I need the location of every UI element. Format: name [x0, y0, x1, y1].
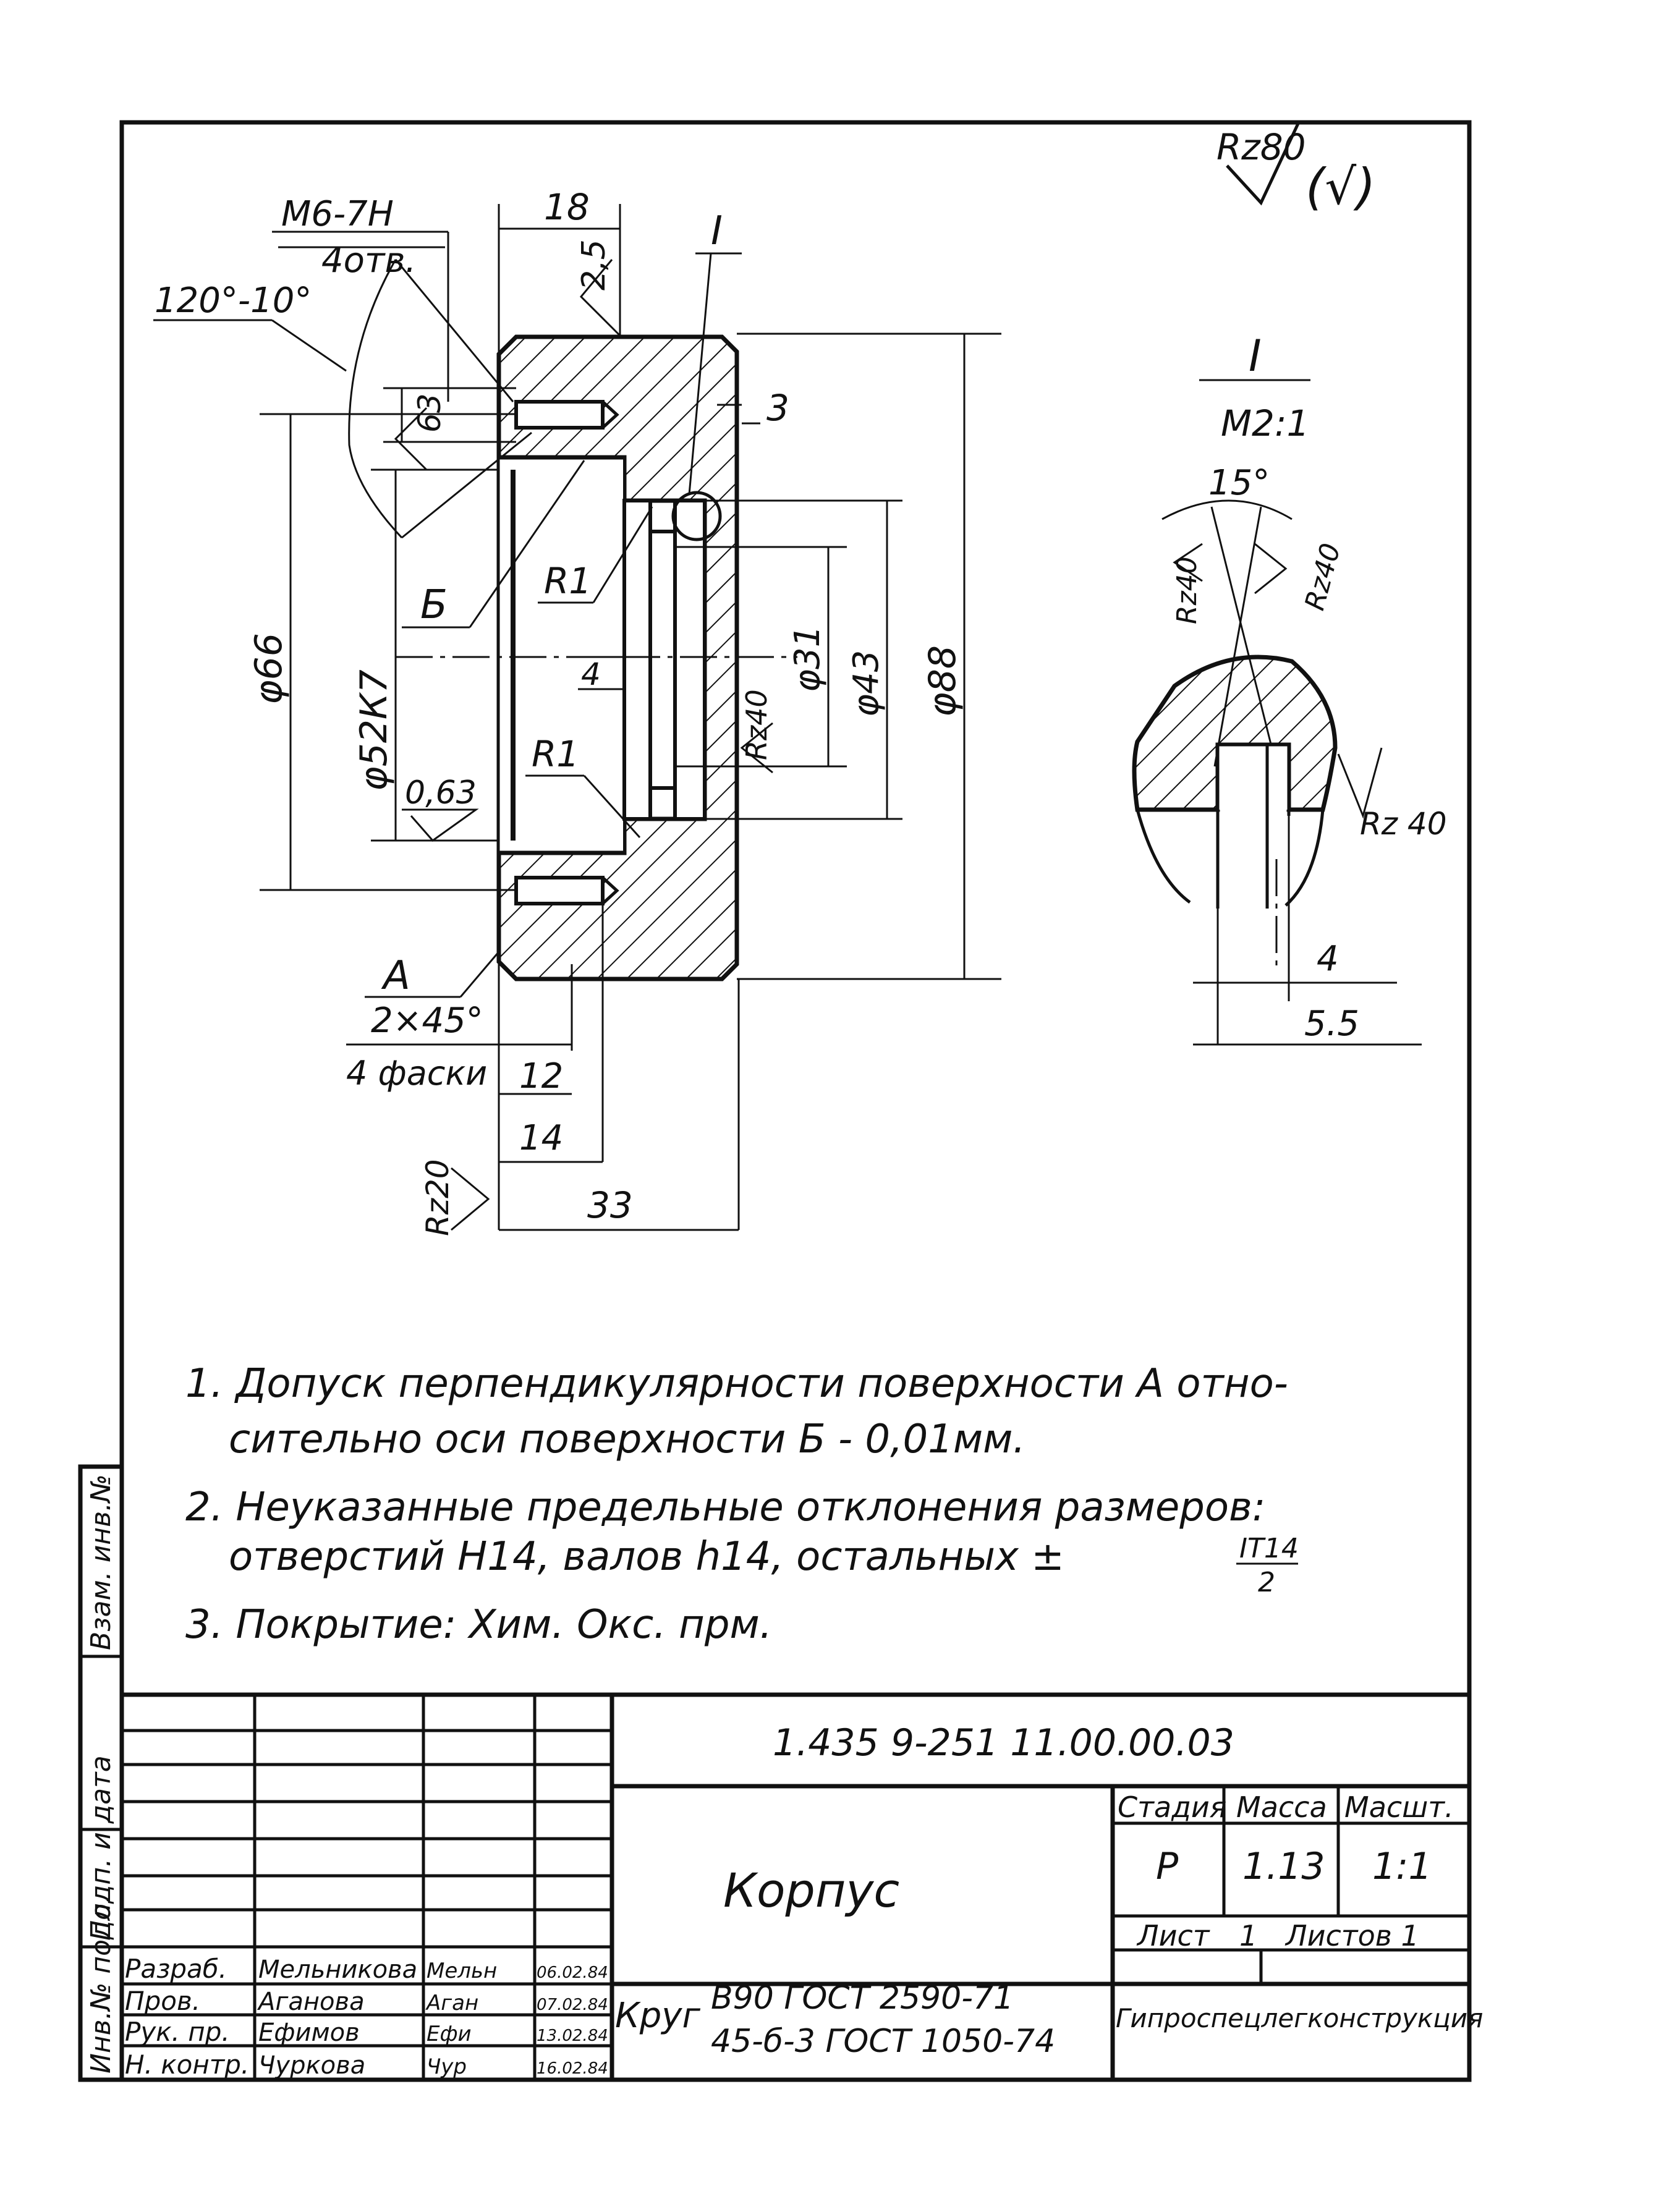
stamp-podp-data: Подп. и дата [85, 1755, 117, 1941]
sheet-label: Лист [1136, 1919, 1210, 1952]
note-2b: отверстий H14, валов h14, остальных ± [229, 1534, 1064, 1580]
dim-w12: 12 [519, 1056, 563, 1096]
label-cone-angle: 120°-10° [155, 281, 312, 321]
name-4: Чуркова [258, 2051, 365, 2080]
section-mark-I: I [711, 208, 723, 254]
note-1a: 1. Допуск перпендикулярности поверхности… [185, 1361, 1288, 1407]
tolerance-numerator: IT14 [1239, 1533, 1299, 1564]
note-3: 3. Покрытие: Хим. Окс. прм. [185, 1602, 772, 1648]
detail-dim-5-5: 5.5 [1304, 1004, 1359, 1044]
roughness-chamfer-b: 63 [412, 393, 448, 433]
doc-number: 1.435 9-251 11.00.00.03 [773, 1721, 1234, 1765]
role-1: Разраб. [125, 1954, 227, 1984]
material-line2: 45-б-3 ГОСТ 1050-74 [711, 2023, 1055, 2060]
part-name: Корпус [723, 1863, 899, 1918]
dim-groove-width: 4 [581, 656, 601, 692]
name-1: Мельникова [258, 1956, 417, 1984]
label-surface-b: Б [420, 582, 448, 628]
tolerance-denominator: 2 [1258, 1567, 1275, 1598]
date-4: 16.02.84 [537, 2059, 608, 2078]
sig-3: Ефи [427, 2022, 472, 2046]
date-1: 06.02.84 [537, 1964, 608, 1982]
dim-top-width: 18 [544, 186, 590, 228]
label-chamfer-count: 4 фаски [346, 1054, 487, 1093]
detail-roughness-bottom: Rz 40 [1360, 806, 1447, 842]
sig-2: Аган [425, 1991, 478, 2015]
roughness-general: Rz80 [1216, 126, 1306, 168]
roughness-groove: Rz40 [740, 689, 773, 760]
sig-1: Мельн [427, 1959, 497, 1983]
side-stamp-column [78, 1464, 124, 2082]
label-surface-a: А [381, 953, 410, 999]
detail-view-I: I M2:1 15° Rz40 Rz40 Rz 40 4 5.5 [1132, 331, 1447, 1046]
label-radius-top: R1 [544, 560, 592, 602]
note-2a: 2. Неуказанные предельные отклонения раз… [185, 1485, 1265, 1530]
sheet-number: 1 [1239, 1919, 1257, 1952]
label-radius-bottom: R1 [532, 733, 579, 775]
stamp-vzam-inv: Взам. инв.№ [85, 1474, 117, 1650]
dim-d52: φ52К7 [352, 669, 396, 791]
roughness-other: (√) [1306, 158, 1375, 216]
detail-roughness-right: Rz40 [1299, 540, 1347, 614]
role-3: Рук. пр. [125, 2017, 230, 2047]
technical-notes: 1. Допуск перпендикулярности поверхности… [185, 1361, 1299, 1648]
dim-d88: φ88 [921, 645, 964, 717]
label-thread: M6-7H [281, 194, 394, 234]
detail-angle: 15° [1208, 463, 1270, 503]
material-prefix: Круг [615, 1996, 700, 2036]
dim-d66: φ66 [247, 633, 291, 705]
date-2: 07.02.84 [537, 1996, 608, 2014]
mass-value: 1.13 [1242, 1845, 1325, 1888]
material-line1: B90 ГОСТ 2590-71 [711, 1980, 1014, 2017]
sheets-total: Листов 1 [1284, 1919, 1419, 1952]
detail-scale: M2:1 [1221, 402, 1309, 444]
organization: Гипроспецлегконструкция [1116, 2003, 1483, 2033]
dim-w33: 33 [587, 1184, 633, 1226]
name-3: Ефимов [258, 2019, 360, 2047]
dim-w14: 14 [519, 1118, 563, 1158]
title-block: 1.435 9-251 11.00.00.03 Корпус Стадия Ма… [122, 1692, 1483, 2080]
detail-dim-4: 4 [1317, 939, 1339, 979]
role-2: Пров. [125, 1986, 200, 2016]
scale-value: 1:1 [1372, 1845, 1432, 1888]
dim-groove-offset: 3 [766, 387, 789, 429]
role-4: Н. контр. [125, 2049, 249, 2080]
roughness-bore: 0,63 [405, 774, 477, 811]
roughness-left-face: Rz20 [420, 1159, 456, 1236]
mass-header: Масса [1236, 1790, 1327, 1824]
detail-section-hatched [1132, 655, 1338, 812]
date-3: 13.02.84 [537, 2027, 608, 2045]
sheet-frame [119, 120, 1472, 2082]
stage-header: Стадия [1118, 1790, 1226, 1824]
stamp-inv-podl: Инв.№ подл. [85, 1894, 117, 2074]
stage-value: Р [1156, 1845, 1179, 1888]
name-2: Аганова [257, 1988, 365, 2016]
scale-header: Масшт. [1344, 1790, 1454, 1824]
detail-roughness-left: Rz40 [1171, 556, 1203, 624]
sig-4: Чур [427, 2054, 467, 2079]
label-chamfer: 2×45° [371, 1001, 483, 1041]
detail-title: I [1249, 331, 1262, 381]
note-1b: сительно оси поверхности Б - 0,01мм. [229, 1417, 1025, 1462]
dim-d31: φ31 [788, 625, 828, 692]
dim-d43: φ43 [846, 650, 886, 717]
